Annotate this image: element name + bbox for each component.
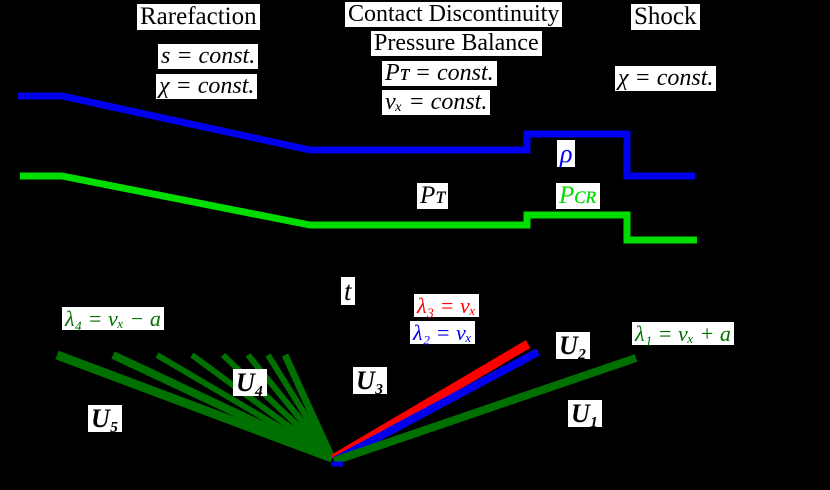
- density-label: ρ: [557, 140, 576, 167]
- rarefaction-condition-entropy: s = const.: [158, 43, 259, 70]
- pressure-balance-heading: Pressure Balance: [371, 30, 542, 57]
- characteristic-label-lambda1: λ₁ = vₓ + a: [632, 322, 734, 345]
- total-pressure-label: Pᴛ: [417, 182, 448, 210]
- characteristic-lambda3-red: [330, 340, 531, 463]
- characteristic-label-lambda2: λ₂ = vₓ: [410, 321, 476, 344]
- fan-ray-outer-2: [111, 351, 334, 462]
- contact-condition-velocity: vₓ = const.: [382, 89, 491, 116]
- state-label-U1: U₁: [568, 400, 602, 427]
- shock-condition-chi: χ = const.: [615, 65, 717, 92]
- characteristic-label-lambda4: λ₄ = vₓ − a: [62, 307, 164, 330]
- time-axis-label: t: [341, 277, 355, 305]
- state-label-U2: U₂: [556, 332, 590, 359]
- shock-heading: Shock: [631, 3, 700, 31]
- contact-condition-ptotal: Pᴛ = const.: [382, 60, 497, 87]
- cosmic-ray-pressure-label: Pᴄʀ: [556, 182, 600, 210]
- state-label-U3: U₃: [353, 367, 387, 394]
- rarefaction-condition-chi: χ = const.: [156, 73, 258, 100]
- rarefaction-heading: Rarefaction: [137, 3, 260, 31]
- fan-ray-8: [281, 353, 336, 460]
- state-label-U5: U₅: [88, 405, 122, 432]
- density-profile-curve: [18, 92, 695, 180]
- fan-ray-7: [265, 353, 335, 460]
- contact-heading: Contact Discontinuity: [345, 1, 563, 28]
- characteristic-label-lambda3: λ₃ = vₓ: [414, 294, 480, 317]
- state-label-U4: U₄: [233, 369, 267, 396]
